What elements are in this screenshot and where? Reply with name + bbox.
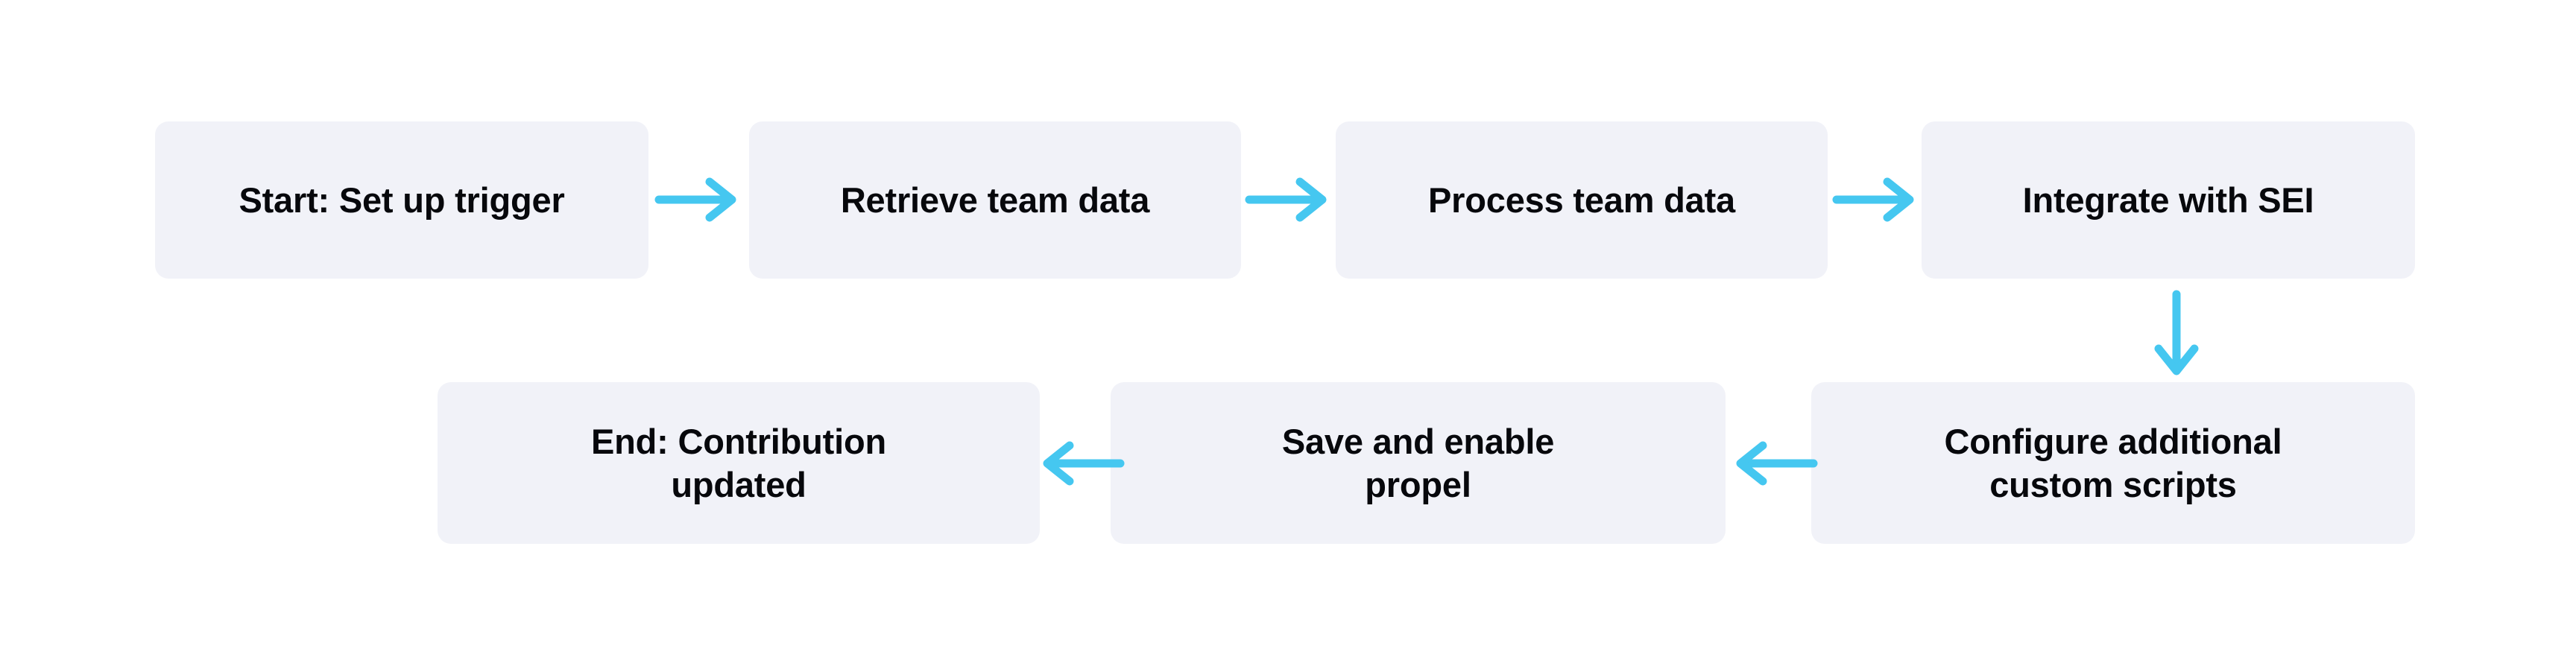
arrow-left-icon [1040,441,1125,486]
flow-node-process-team-data[interactable]: Process team data [1336,121,1828,279]
flow-node-retrieve-team-data[interactable]: Retrieve team data [749,121,1241,279]
arrow-left-icon [1733,441,1818,486]
arrow-right-icon [1245,177,1330,222]
flow-node-end[interactable]: End: Contribution updated [438,382,1040,544]
arrow-down-icon [2154,290,2199,378]
flow-node-label: Start: Set up trigger [239,180,565,220]
flow-node-integrate-with-sei[interactable]: Integrate with SEI [1922,121,2415,279]
flow-node-label: Configure additional custom scripts [1944,422,2282,504]
flow-node-save-and-enable-propel[interactable]: Save and enable propel [1111,382,1726,544]
flow-node-label: End: Contribution updated [591,422,886,504]
flow-node-label: Retrieve team data [840,180,1150,220]
flow-node-start[interactable]: Start: Set up trigger [155,121,648,279]
arrow-right-icon [654,177,739,222]
flow-node-label: Integrate with SEI [2022,180,2314,220]
arrow-right-icon [1832,177,1917,222]
flow-node-label: Save and enable propel [1281,422,1555,504]
flow-node-configure-custom-scripts[interactable]: Configure additional custom scripts [1811,382,2415,544]
flow-node-label: Process team data [1428,180,1735,220]
